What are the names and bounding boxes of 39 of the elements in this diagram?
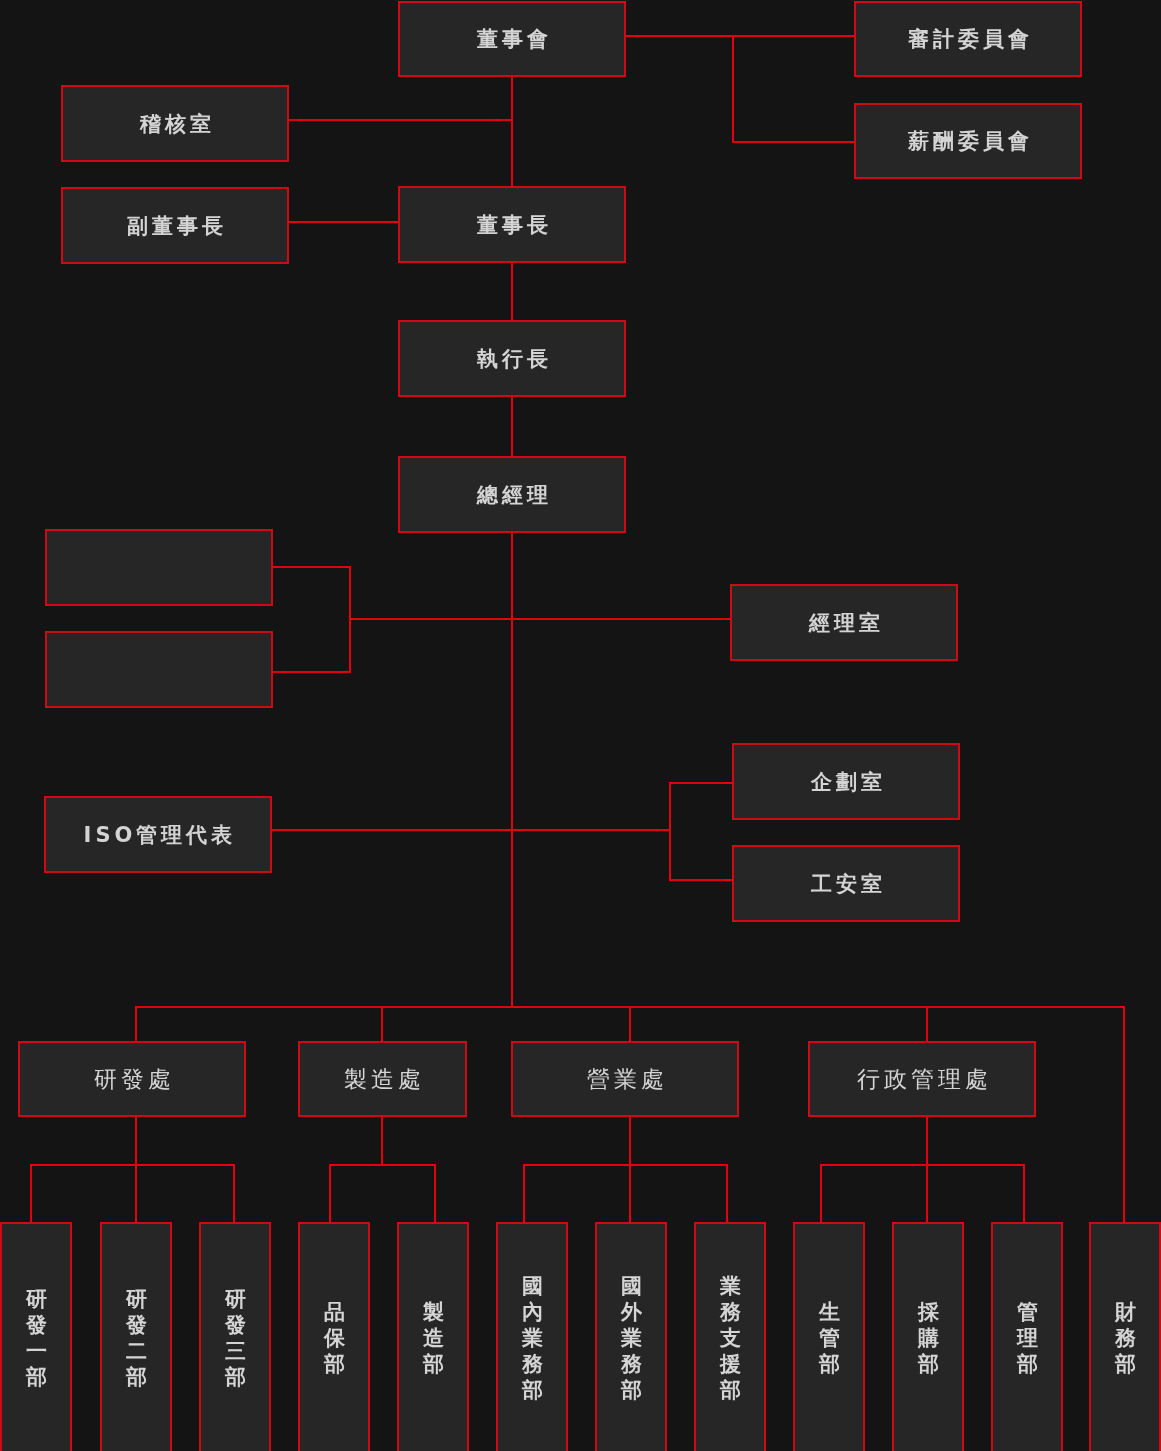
connector-line (288, 221, 399, 223)
org-chart-box: 品保部 (298, 1222, 370, 1451)
org-chart-box: 財務部 (1089, 1222, 1161, 1451)
org-chart-box: 製造處 (298, 1041, 467, 1117)
org-chart-box: 製造部 (397, 1222, 469, 1451)
org-chart-box: 董事長 (398, 186, 626, 263)
connector-line (135, 1116, 235, 1223)
org-chart-box: 採購部 (892, 1222, 964, 1451)
org-chart-box: 業務支援部 (694, 1222, 766, 1451)
org-chart-box: 營業處 (511, 1041, 739, 1117)
org-chart-box: 執行長 (398, 320, 626, 397)
org-chart-box: 總經理 (398, 456, 626, 533)
org-chart-box: 國內業務部 (496, 1222, 568, 1451)
org-chart-box: 工安室 (732, 845, 960, 922)
org-chart-box: 研發二部 (100, 1222, 172, 1451)
org-chart-box: 薪酬委員會 (854, 103, 1082, 179)
org-chart-box: 行政管理處 (808, 1041, 1036, 1117)
org-chart-box: ISO管理代表 (44, 796, 272, 873)
connector-line (511, 76, 513, 187)
org-chart-box (45, 631, 273, 708)
org-chart-box: 稽核室 (61, 85, 289, 162)
org-chart-box: 管理部 (991, 1222, 1063, 1451)
org-chart-box: 經理室 (730, 584, 958, 661)
connector-line (511, 262, 513, 321)
org-chart-box: 研發處 (18, 1041, 246, 1117)
connector-line (511, 396, 513, 457)
connector-line (629, 1116, 728, 1223)
org-chart-box: 董事會 (398, 1, 626, 77)
org-chart-box: 生管部 (793, 1222, 865, 1451)
connector-line (625, 35, 855, 143)
org-chart-box: 研發一部 (0, 1222, 72, 1451)
org-chart-box: 企劃室 (732, 743, 960, 820)
connector-line (381, 1116, 436, 1223)
connector-line (926, 1116, 1025, 1223)
org-chart-box (45, 529, 273, 606)
org-chart-box: 副董事長 (61, 187, 289, 264)
org-chart-box: 審計委員會 (854, 1, 1082, 77)
org-chart-box: 研發三部 (199, 1222, 271, 1451)
org-chart-box: 國外業務部 (595, 1222, 667, 1451)
